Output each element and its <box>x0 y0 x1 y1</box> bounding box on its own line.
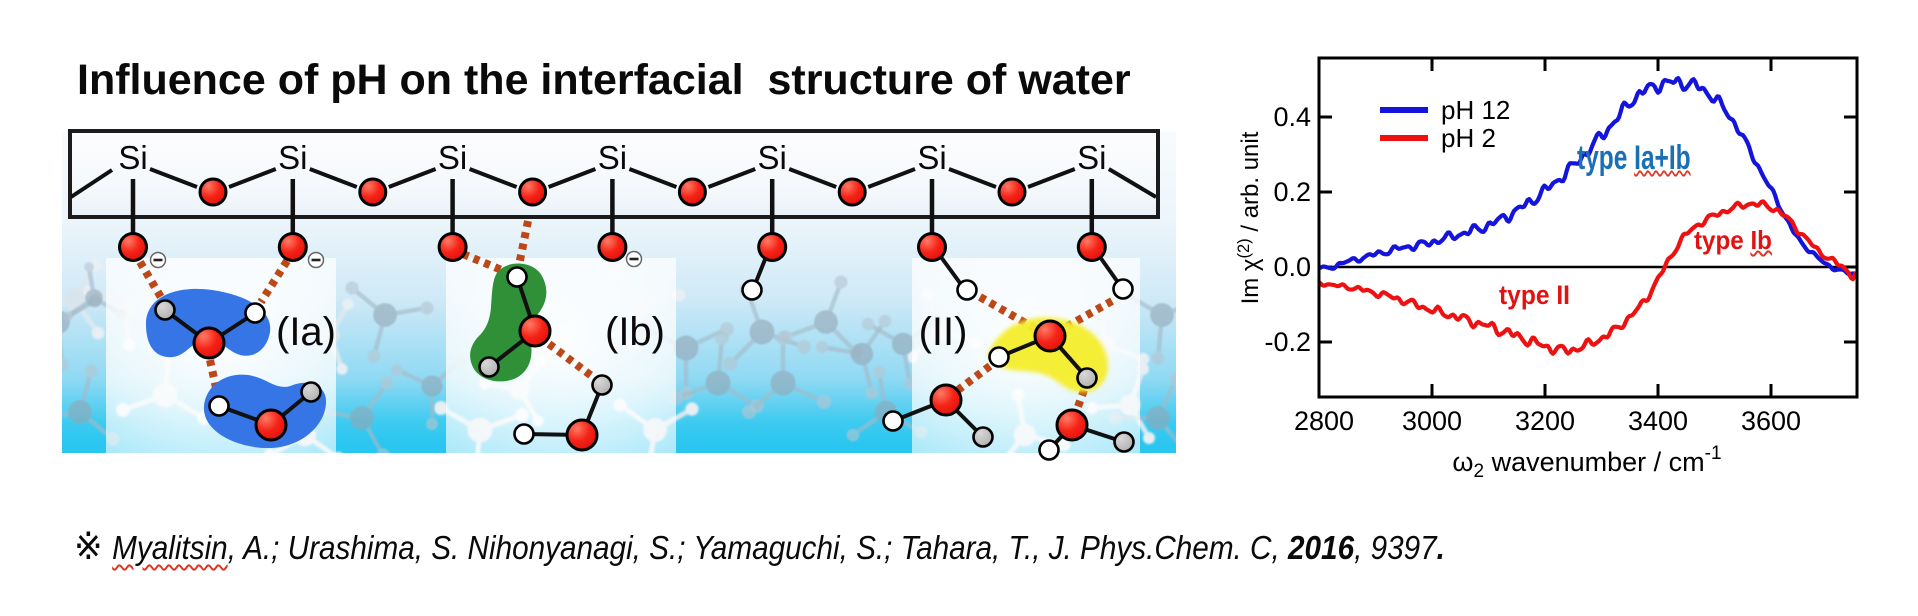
svg-text:Si: Si <box>1077 139 1106 176</box>
svg-text:3400: 3400 <box>1628 406 1688 436</box>
svg-text:(II): (II) <box>919 310 968 354</box>
svg-text:Si: Si <box>917 139 946 176</box>
svg-text:3600: 3600 <box>1741 406 1801 436</box>
svg-text:2800: 2800 <box>1294 406 1354 436</box>
svg-text:0.2: 0.2 <box>1273 177 1311 207</box>
svg-text:3000: 3000 <box>1402 406 1462 436</box>
svg-text:Si: Si <box>758 139 787 176</box>
svg-text:Im χ(2) / arb. unit: Im χ(2) / arb. unit <box>1235 131 1264 304</box>
svg-text:Si: Si <box>438 139 467 176</box>
svg-text:(Ib): (Ib) <box>605 310 665 354</box>
svg-text:(Ia): (Ia) <box>276 310 336 354</box>
svg-text:0.4: 0.4 <box>1273 102 1311 132</box>
svg-text:pH 2: pH 2 <box>1441 123 1496 153</box>
svg-text:pH 12: pH 12 <box>1441 95 1510 125</box>
svg-text:Si: Si <box>278 139 307 176</box>
svg-text:3200: 3200 <box>1515 406 1575 436</box>
svg-text:Si: Si <box>598 139 627 176</box>
svg-text:Si: Si <box>118 139 147 176</box>
svg-text:0.0: 0.0 <box>1273 252 1311 282</box>
svg-text:ω2 wavenumber / cm-1: ω2 wavenumber / cm-1 <box>1452 443 1721 482</box>
svg-text:-0.2: -0.2 <box>1264 327 1311 357</box>
